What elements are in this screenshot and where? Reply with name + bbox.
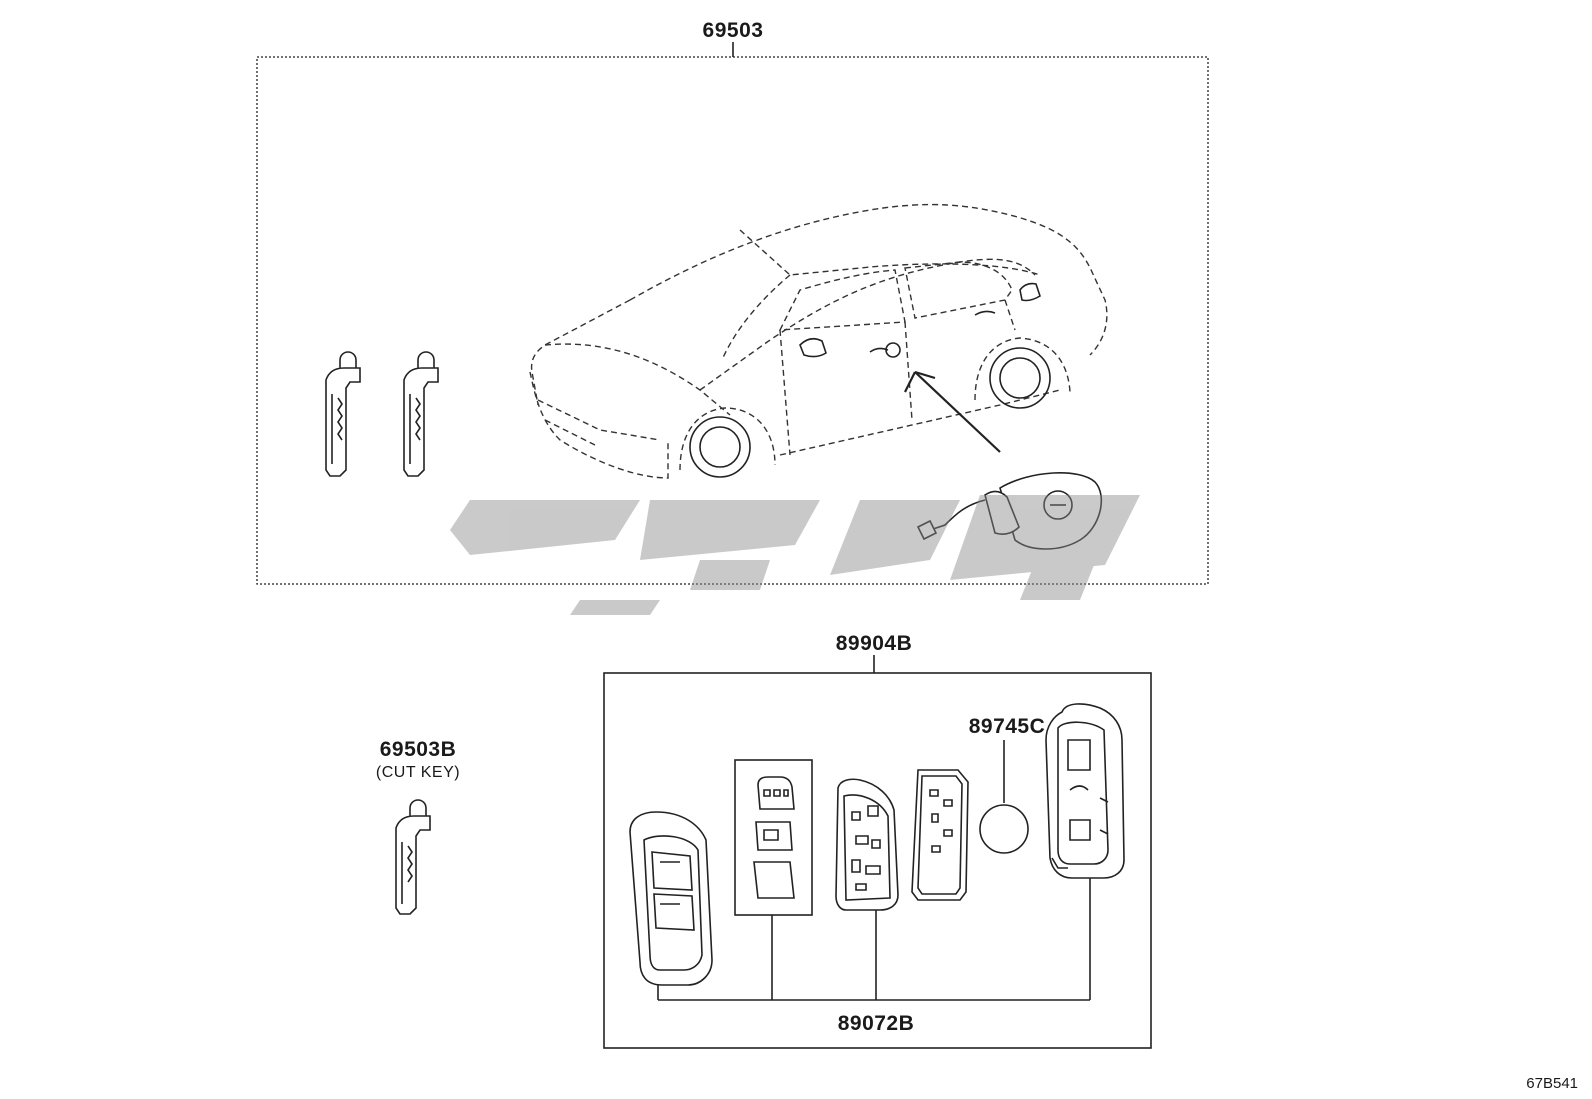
cut-key-note: (CUT KEY) (376, 764, 460, 781)
battery-group: 89745C (969, 715, 1046, 854)
button-set-box (734, 759, 813, 916)
transmitter-case-back (1045, 703, 1125, 879)
transmitter-set-label[interactable]: 89904B (836, 632, 913, 655)
key-set-label[interactable]: 69503 (703, 19, 764, 42)
key-set-group: 69503 (256, 19, 1209, 585)
button-top-icon (757, 776, 795, 810)
key-icon-right (403, 351, 439, 477)
lock-cylinder-illustration (916, 472, 1103, 550)
transmitter-case-front (629, 811, 713, 986)
transmitter-housing-label[interactable]: 89072B (838, 1012, 915, 1035)
button-middle-icon (755, 821, 793, 851)
battery-label[interactable]: 89745C (969, 715, 1046, 738)
diagram-id: 67B541 (1526, 1075, 1578, 1092)
battery-icon (979, 804, 1029, 854)
cut-key-icon (395, 799, 431, 915)
button-set (734, 759, 813, 916)
button-bottom-icon (753, 861, 795, 899)
car-illustration (529, 203, 1108, 479)
transmitter-set-group: 89904B (603, 632, 1152, 1049)
transmitter-set-box (603, 672, 1152, 1049)
cut-key-group: 69503B (CUT KEY) (376, 738, 460, 915)
key-icon-left (325, 351, 361, 477)
key-set-box (256, 56, 1209, 585)
circuit-board (835, 778, 899, 1000)
battery-holder (911, 769, 969, 901)
cut-key-label[interactable]: 69503B (380, 738, 457, 761)
housing-bracket: 89072B (657, 878, 1091, 1035)
watermark-logo (450, 495, 1140, 615)
